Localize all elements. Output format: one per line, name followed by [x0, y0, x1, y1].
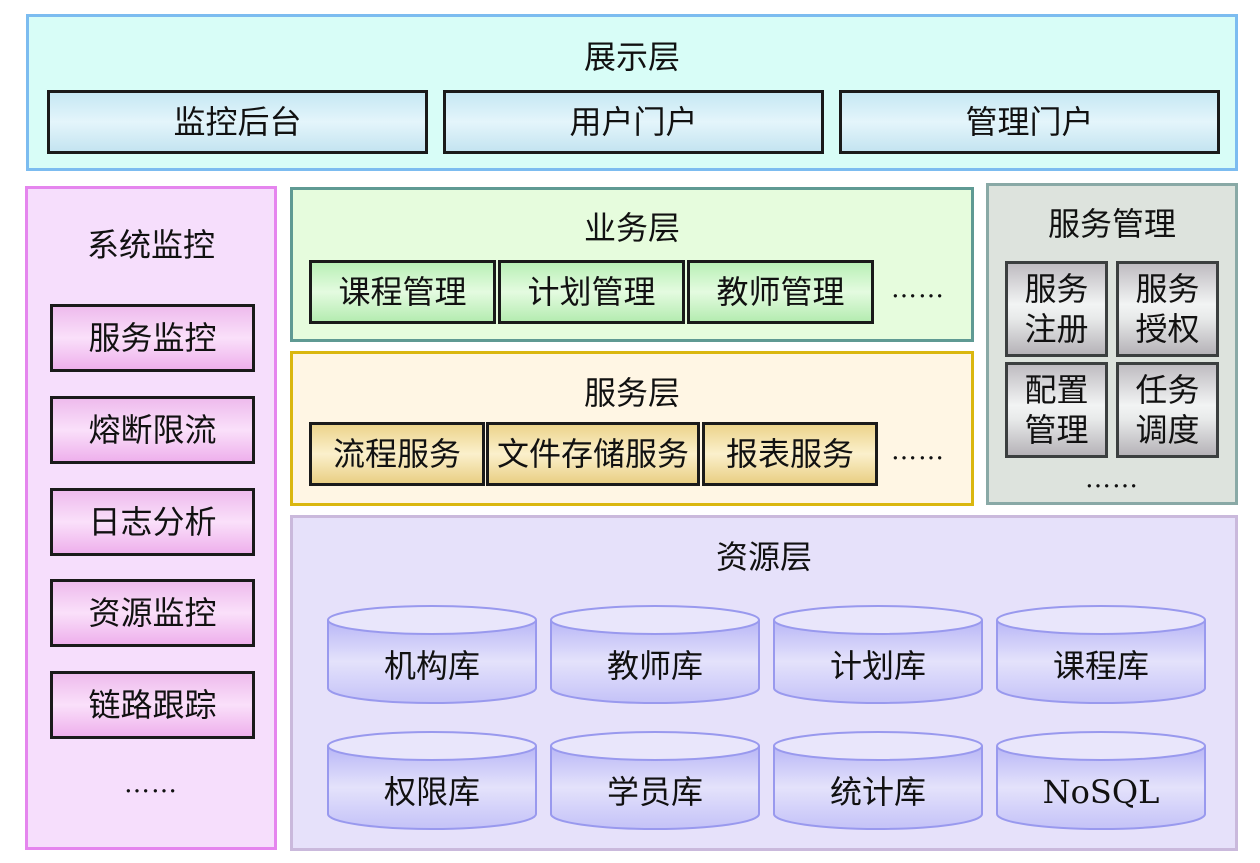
box-label-line2: 管理 — [1024, 411, 1089, 449]
box-label-line1: 任务 — [1135, 371, 1200, 409]
box-label-line2: 注册 — [1024, 310, 1089, 348]
database-label: 权限库 — [383, 773, 480, 811]
database-label: 课程库 — [1052, 647, 1149, 685]
database-label: 教师库 — [606, 647, 703, 685]
service-layer: 服务层 流程服务 文件存储服务 报表服务 …… — [290, 351, 974, 506]
database-icon — [996, 605, 1206, 704]
file-storage-service-box: 文件存储服务 — [486, 422, 700, 486]
log-analysis-box: 日志分析 — [50, 488, 255, 556]
service-management-title: 服务管理 — [1047, 205, 1176, 243]
database-label: 机构库 — [383, 647, 480, 685]
database-label: 计划库 — [829, 647, 926, 685]
course-management-box: 课程管理 — [309, 260, 496, 324]
box-label-line1: 服务 — [1024, 270, 1089, 308]
database-cylinder: 计划库 — [772, 604, 984, 706]
box-label-line2: 授权 — [1135, 310, 1200, 348]
teacher-management-box: 教师管理 — [687, 260, 874, 324]
database-icon — [550, 731, 760, 830]
service-management-panel: 服务管理 服务 注册 服务 授权 配置 管理 任务 调度 …… — [986, 183, 1238, 505]
monitoring-console-box: 监控后台 — [47, 90, 428, 154]
database-cylinder: 课程库 — [995, 604, 1207, 706]
presentation-layer-title: 展示层 — [583, 38, 680, 76]
database-label: 学员库 — [606, 773, 703, 811]
resource-layer: 资源层 机构库 教师库 计划库 课程库权限库 学员库 统计库 NoSQL — [290, 515, 1238, 851]
more-ellipsis: …… — [124, 769, 178, 799]
workflow-service-box: 流程服务 — [309, 422, 485, 486]
report-service-box: 报表服务 — [702, 422, 878, 486]
database-icon — [327, 605, 537, 704]
system-monitoring-panel: 系统监控 服务监控 熔断限流 日志分析 资源监控 链路跟踪 …… — [25, 186, 277, 850]
resource-layer-title: 资源层 — [715, 538, 812, 576]
business-layer-title: 业务层 — [583, 209, 680, 247]
service-authorization-box: 服务 授权 — [1116, 261, 1219, 357]
database-label: NoSQL — [1042, 773, 1160, 811]
database-cylinder: 权限库 — [326, 730, 538, 832]
admin-portal-box: 管理门户 — [839, 90, 1220, 154]
user-portal-box: 用户门户 — [443, 90, 824, 154]
box-label-line2: 调度 — [1135, 411, 1200, 449]
task-scheduling-box: 任务 调度 — [1116, 362, 1219, 458]
plan-management-box: 计划管理 — [498, 260, 685, 324]
more-ellipsis: …… — [891, 274, 945, 304]
presentation-layer: 展示层 监控后台 用户门户 管理门户 — [26, 14, 1238, 171]
service-layer-title: 服务层 — [583, 374, 680, 412]
trace-tracking-box: 链路跟踪 — [50, 671, 255, 739]
database-icon — [773, 605, 983, 704]
resource-monitoring-box: 资源监控 — [50, 579, 255, 647]
database-cylinder: 机构库 — [326, 604, 538, 706]
database-cylinder: 统计库 — [772, 730, 984, 832]
service-registration-box: 服务 注册 — [1005, 261, 1108, 357]
box-label-line1: 配置 — [1024, 371, 1089, 409]
database-icon — [327, 731, 537, 830]
database-cylinder: NoSQL — [995, 730, 1207, 832]
service-monitoring-box: 服务监控 — [50, 304, 255, 372]
database-cylinder: 教师库 — [549, 604, 761, 706]
more-ellipsis: …… — [1085, 464, 1139, 494]
box-label-line1: 服务 — [1135, 270, 1200, 308]
system-monitoring-title: 系统监控 — [86, 226, 215, 264]
more-ellipsis: …… — [891, 436, 945, 466]
database-cylinder: 学员库 — [549, 730, 761, 832]
config-management-box: 配置 管理 — [1005, 362, 1108, 458]
business-layer: 业务层 课程管理 计划管理 教师管理 …… — [290, 187, 974, 342]
database-icon — [996, 731, 1206, 830]
database-icon — [773, 731, 983, 830]
database-icon — [550, 605, 760, 704]
database-label: 统计库 — [829, 773, 926, 811]
circuit-breaker-box: 熔断限流 — [50, 396, 255, 464]
